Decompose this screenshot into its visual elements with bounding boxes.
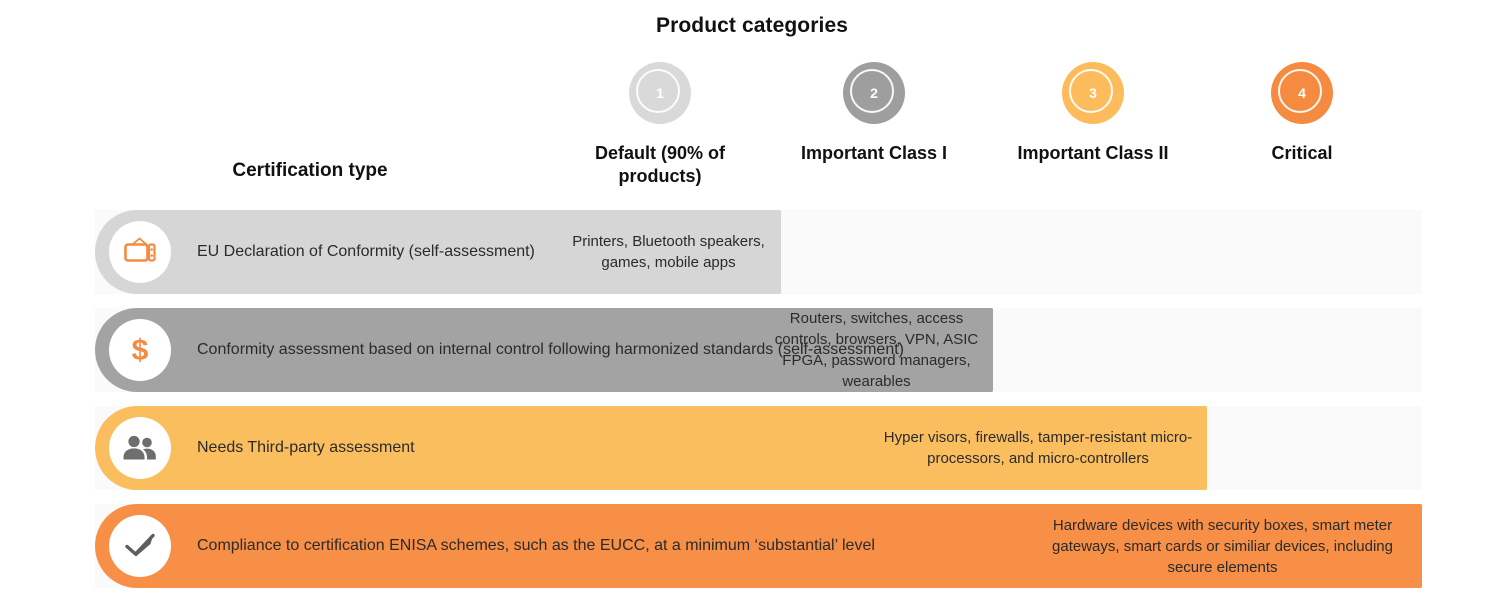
page-title: Product categories — [655, 14, 849, 37]
category-number-1: 1 — [656, 85, 664, 101]
dollar-sign-icon-svg: $ — [132, 334, 149, 367]
table-row: Needs Third-party assessment Hyper visor… — [95, 406, 1422, 490]
category-header-2: 2 Important Class I — [769, 62, 979, 165]
category-label-3: Important Class II — [1017, 143, 1169, 163]
certification-label-2: Conformity assessment based on internal … — [197, 341, 904, 359]
checkmark-icon — [109, 515, 171, 577]
television-icon-svg — [124, 237, 156, 262]
row-bar-2: $ Conformity assessment based on interna… — [95, 308, 993, 392]
television-icon — [109, 221, 171, 283]
certification-label-4: Compliance to certification ENISA scheme… — [197, 537, 875, 555]
row-bar-3: Needs Third-party assessment — [95, 406, 1207, 490]
circle-ring-icon — [850, 69, 894, 113]
category-label-4: Critical — [1271, 143, 1333, 163]
circle-ring-icon — [1069, 69, 1113, 113]
table-row: Compliance to certification ENISA scheme… — [95, 504, 1422, 588]
category-circle-3: 3 — [1062, 62, 1124, 124]
product-list-3: Hyper visors, firewalls, tamper-resistan… — [883, 429, 1193, 467]
product-list-2: Routers, switches, access controls, brow… — [774, 310, 979, 390]
certification-label-3: Needs Third-party assessment — [197, 439, 415, 457]
row-bar-1: EU Declaration of Conformity (self-asses… — [95, 210, 781, 294]
category-header-1: 1 Default (90% of products) — [555, 62, 765, 187]
category-number-4: 4 — [1298, 85, 1306, 101]
row-bar-4: Compliance to certification ENISA scheme… — [95, 504, 1422, 588]
product-list-4: Hardware devices with security boxes, sm… — [1052, 516, 1393, 576]
dollar-sign-icon: $ — [109, 319, 171, 381]
people-icon-svg — [123, 435, 156, 460]
category-number-2: 2 — [870, 85, 878, 101]
product-list-1: Printers, Bluetooth speakers, games, mob… — [572, 233, 765, 271]
category-label-2: Important Class I — [800, 143, 948, 163]
certification-type-header: Certification type — [232, 160, 388, 181]
category-label-1: Default (90% of products) — [594, 143, 726, 186]
circle-ring-icon — [1278, 69, 1322, 113]
people-icon — [109, 417, 171, 479]
checkmark-icon-svg — [125, 533, 155, 557]
table-row: $ Conformity assessment based on interna… — [95, 308, 1422, 392]
category-header-3: 3 Important Class II — [983, 62, 1203, 165]
category-number-3: 3 — [1089, 85, 1097, 101]
category-header-4: 4 Critical — [1197, 62, 1407, 165]
category-circle-1: 1 — [629, 62, 691, 124]
table-row: EU Declaration of Conformity (self-asses… — [95, 210, 1422, 294]
category-circle-2: 2 — [843, 62, 905, 124]
svg-text:$: $ — [132, 334, 149, 367]
certification-label-1: EU Declaration of Conformity (self-asses… — [197, 243, 535, 261]
circle-ring-icon — [636, 69, 680, 113]
category-circle-4: 4 — [1271, 62, 1333, 124]
